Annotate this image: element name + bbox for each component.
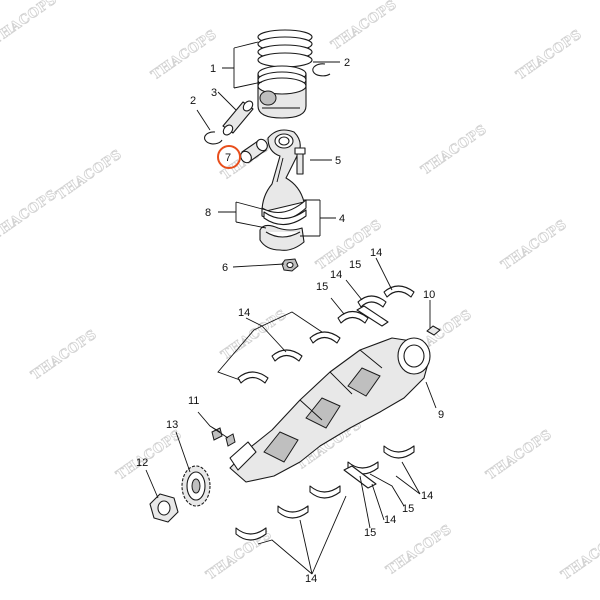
callout-2: 2 — [190, 95, 196, 107]
piston-pin — [222, 100, 254, 136]
watermark: THACOPS — [329, 0, 400, 53]
lower-bearing-shells — [235, 445, 415, 541]
watermark: THACOPS — [559, 527, 600, 583]
connecting-rod — [261, 129, 307, 222]
watermark: THACOPS — [29, 327, 100, 383]
callout-15: 15 — [316, 281, 328, 293]
callout-labels: 1 2 2 3 7 5 8 4 6 14 15 14 15 10 14 9 11… — [136, 57, 444, 585]
watermark: THACOPS — [419, 122, 490, 178]
callout-13: 13 — [166, 419, 178, 431]
callout-15: 15 — [402, 503, 414, 515]
callout-2: 2 — [344, 57, 350, 69]
callout-14: 14 — [305, 573, 317, 585]
callout-11: 11 — [188, 395, 199, 407]
watermark: THACOPS — [384, 522, 455, 578]
callout-14: 14 — [421, 490, 433, 502]
connecting-rod-cap — [259, 224, 305, 251]
callout-14: 14 — [238, 307, 250, 319]
crankshaft-gear — [181, 465, 211, 507]
watermark: THACOPS — [0, 0, 60, 48]
callout-14: 14 — [370, 247, 382, 259]
connecting-rod-bolt — [294, 147, 306, 175]
callout-14: 14 — [384, 514, 396, 526]
circlip-left — [204, 131, 223, 145]
circlip-right — [312, 63, 331, 77]
callout-5: 5 — [335, 155, 341, 167]
callout-4: 4 — [339, 213, 345, 225]
cap-nut — [281, 258, 299, 272]
watermark: THACOPS — [0, 187, 60, 243]
crankshaft — [229, 337, 431, 483]
crankshaft-nut — [149, 493, 179, 523]
leader-lines — [145, 41, 437, 575]
woodruff-keys — [211, 427, 236, 447]
watermark: THACOPS — [484, 427, 555, 483]
highlight-circle — [217, 145, 241, 169]
watermark: THACOPS — [499, 217, 570, 273]
watermark: THACOPS — [114, 427, 185, 483]
callout-8: 8 — [205, 207, 211, 219]
small-end-bushing — [240, 138, 268, 164]
piston — [257, 65, 307, 119]
callout-7: 7 — [225, 152, 231, 164]
callout-6: 6 — [222, 262, 228, 274]
callout-14: 14 — [330, 269, 342, 281]
callout-12: 12 — [136, 457, 148, 469]
callout-9: 9 — [438, 409, 444, 421]
piston-rings — [257, 29, 313, 68]
callout-15: 15 — [364, 527, 376, 539]
callout-10: 10 — [423, 289, 435, 301]
rod-bearing-shell-upper — [263, 209, 307, 226]
watermark: THACOPS — [514, 27, 585, 83]
dowel-pin — [426, 325, 441, 336]
callout-1: 1 — [210, 63, 216, 75]
watermark: THACOPS — [54, 147, 125, 203]
callout-15: 15 — [349, 259, 361, 271]
callout-3: 3 — [211, 87, 217, 99]
